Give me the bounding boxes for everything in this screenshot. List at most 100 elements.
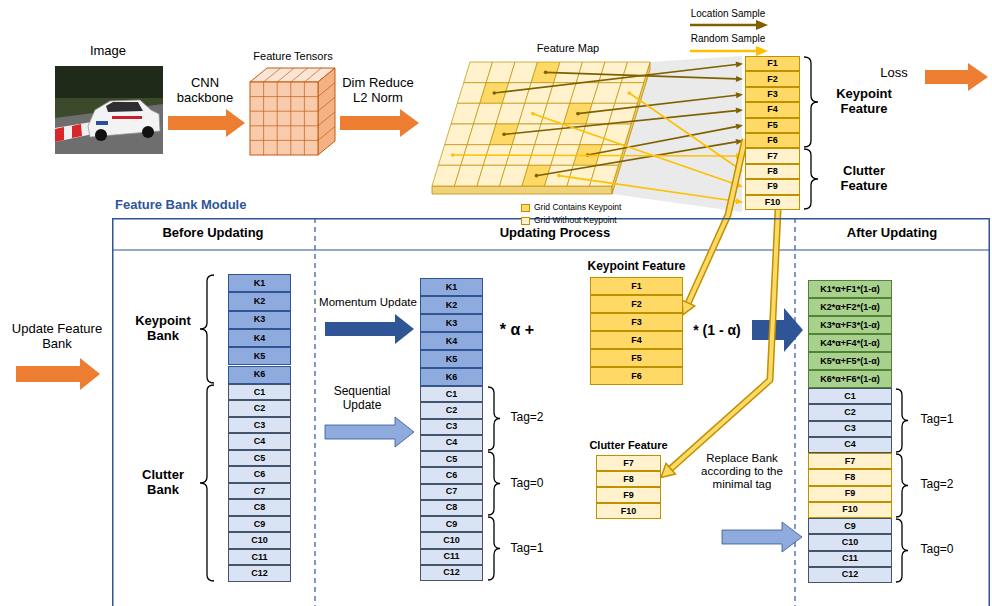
module-frame: Feature Bank ModuleKeypoint BankK1K2K3K4… xyxy=(112,218,990,606)
connector-outline xyxy=(688,139,745,303)
group-heading: Clutter Bank xyxy=(130,468,196,498)
bank-cell: C1 xyxy=(420,386,483,402)
operator-label: * α + xyxy=(492,321,542,339)
bank-cell: F4 xyxy=(745,102,800,117)
brace xyxy=(488,452,500,515)
bank-cell: F1 xyxy=(745,56,800,71)
projection-shade xyxy=(612,56,742,212)
bank-cell: C12 xyxy=(228,565,291,582)
column-divider xyxy=(794,218,795,606)
sample-head xyxy=(736,62,743,68)
bank-cell: K3 xyxy=(420,314,483,332)
bank-cell: F8 xyxy=(596,471,661,487)
bank-cell: F9 xyxy=(808,486,892,502)
bank-cell: K4*α+F4*(1-α) xyxy=(808,334,892,352)
car-wheel xyxy=(142,126,154,138)
column-header: After Updating xyxy=(809,226,975,241)
bank-cell: C2 xyxy=(228,400,291,417)
sample-dot xyxy=(627,91,631,95)
random-sample-arrow xyxy=(690,50,758,53)
cell-label: C4 xyxy=(254,437,266,446)
bank-cell: C11 xyxy=(808,551,892,567)
bank-cell: C3 xyxy=(420,419,483,435)
bank-cell: F7 xyxy=(808,453,892,469)
generated-figures xyxy=(200,56,908,582)
car-wheel xyxy=(95,129,107,141)
bank-cell: K3*α+F3*(1-α) xyxy=(808,316,892,334)
sample-line xyxy=(453,155,736,156)
cell-label: C3 xyxy=(254,421,266,430)
bank-cell: K6 xyxy=(228,366,291,384)
group-heading: Keypoint Feature xyxy=(828,87,900,117)
cell-label: C10 xyxy=(443,536,460,545)
car-photo xyxy=(55,66,163,154)
bank-cell: K5 xyxy=(420,350,483,368)
bank-cell: K4 xyxy=(420,332,483,350)
cell-label: F4 xyxy=(631,336,642,345)
step-label: Sequential Update xyxy=(322,385,402,413)
cell-label: C8 xyxy=(446,503,458,512)
cell-label: K4 xyxy=(446,337,458,346)
photo-ground xyxy=(55,66,163,154)
bank-cell: K1*α+F1*(1-α) xyxy=(808,280,892,298)
feature-group: Clutter FeatureF7F8F9F10 xyxy=(596,455,661,519)
cell-label: C9 xyxy=(844,522,856,531)
figure-caption: Feature Map xyxy=(520,42,616,55)
sample-label: Random Sample xyxy=(686,33,770,45)
sample-dot xyxy=(531,112,535,116)
cell-label: C11 xyxy=(443,552,459,561)
header-rule xyxy=(112,249,990,250)
cell-label: K5*α+F5*(1-α) xyxy=(820,357,879,366)
step-label: Momentum Update xyxy=(318,296,418,309)
bank-cell: C8 xyxy=(420,500,483,516)
bank-cell: K3 xyxy=(228,311,291,329)
bank-cell: K2 xyxy=(420,296,483,314)
cell-label: F7 xyxy=(623,459,634,468)
bank-cell: C3 xyxy=(808,421,892,437)
cell-label: F9 xyxy=(767,182,778,191)
brace xyxy=(896,454,908,517)
group-heading: Keypoint Bank xyxy=(130,314,196,344)
tag-label: Tag=1 xyxy=(912,413,962,427)
cell-label: F10 xyxy=(842,505,858,514)
cell-label: C8 xyxy=(254,503,266,512)
cell-label: F7 xyxy=(767,152,778,161)
connector-heads xyxy=(661,464,675,478)
process-arrow xyxy=(16,358,100,390)
tag-label: Tag=0 xyxy=(912,543,962,557)
cell-label: C11 xyxy=(251,553,267,562)
process-arrow xyxy=(340,109,419,137)
brace xyxy=(200,385,214,581)
cell-label: F5 xyxy=(767,121,778,130)
brace xyxy=(488,517,500,580)
brace xyxy=(804,149,818,209)
cell-label: C12 xyxy=(443,568,460,577)
bank-cell: C11 xyxy=(228,549,291,566)
sample-line xyxy=(494,65,736,93)
cell-label: C6 xyxy=(254,470,266,479)
photo-trees xyxy=(55,66,163,98)
bank-cell: F10 xyxy=(745,195,800,210)
bank-cell: K6 xyxy=(420,368,483,386)
feature-group: Keypoint BankK1K2K3K4K5K6 xyxy=(228,274,291,384)
bank-cell: C12 xyxy=(420,565,483,581)
cell-label: K2 xyxy=(446,301,458,310)
bank-cell: C12 xyxy=(808,567,892,583)
cell-label: F9 xyxy=(845,489,856,498)
map-cell xyxy=(602,124,631,145)
brace xyxy=(200,275,214,383)
cell-label: C2 xyxy=(446,406,458,415)
process-arrow xyxy=(925,63,988,91)
bank-cell: F2 xyxy=(590,295,683,313)
tensor-front xyxy=(250,82,318,155)
brace xyxy=(896,389,908,452)
bank-cell: F6 xyxy=(590,367,683,385)
brace xyxy=(896,519,908,582)
bank-cell: C10 xyxy=(808,534,892,550)
random-sample-head xyxy=(756,46,768,56)
bank-cell: C6 xyxy=(228,466,291,483)
cell-label: K6 xyxy=(254,370,266,379)
cell-label: K5 xyxy=(446,355,458,364)
cell-label: K2*α+F2*(1-α) xyxy=(820,303,879,312)
bank-cell: C8 xyxy=(228,499,291,516)
